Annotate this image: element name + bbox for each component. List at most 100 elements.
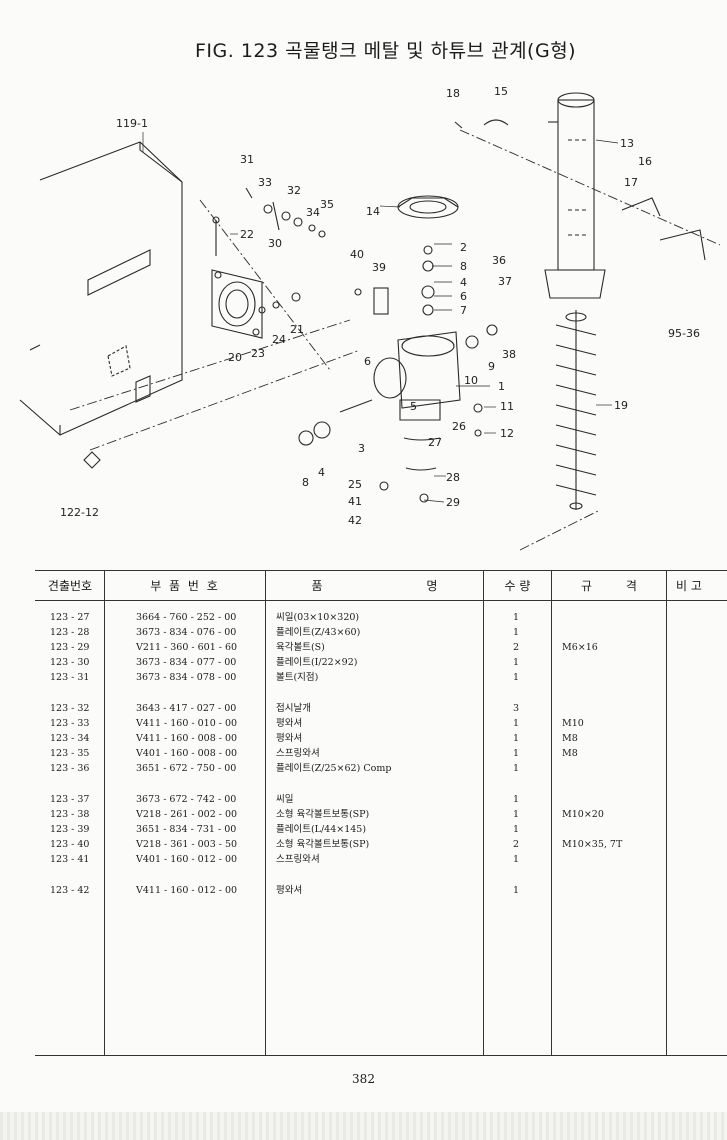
col-divider-2 (265, 570, 266, 1056)
cell-part-no: 3673 - 672 - 742 - 00 (136, 794, 237, 805)
callout-18: 18 (446, 87, 460, 100)
cell-ref: 123 - 29 (50, 642, 90, 653)
header-name: 품 명 (311, 579, 438, 593)
callout-10: 10 (464, 374, 478, 387)
cell-part-no: 3643 - 417 - 027 - 00 (136, 703, 237, 714)
col-divider-5 (666, 570, 667, 1056)
callout-34: 34 (306, 206, 320, 219)
cell-name: 플레이트(I/22×92) (276, 657, 358, 668)
cell-part-no: 3651 - 672 - 750 - 00 (136, 763, 237, 774)
callout-22: 22 (240, 228, 254, 241)
callout-30: 30 (268, 237, 282, 250)
cell-qty: 1 (513, 854, 520, 865)
cell-name: 씨일(03×10×320) (276, 612, 360, 623)
tank-body-drawing (19, 141, 183, 436)
callout-11: 11 (500, 400, 514, 413)
table-top-rule (35, 570, 727, 571)
callout-8a: 8 (460, 260, 467, 273)
cell-name: 평와셔 (276, 718, 303, 729)
cell-qty: 1 (513, 885, 520, 896)
callout-39: 39 (372, 261, 386, 274)
callout-42: 42 (348, 514, 362, 527)
table-bottom-rule (35, 1055, 727, 1056)
callout-41: 41 (348, 495, 362, 508)
cell-ref: 123 - 37 (50, 794, 90, 805)
cell-qty: 1 (513, 718, 520, 729)
cell-part-no: V401 - 160 - 012 - 00 (136, 854, 238, 865)
cell-part-no: V211 - 360 - 601 - 60 (136, 642, 238, 653)
callout-1: 1 (498, 380, 505, 393)
cell-part-no: 3673 - 834 - 078 - 00 (136, 672, 237, 683)
cell-ref: 123 - 36 (50, 763, 90, 774)
callout-7: 7 (460, 304, 467, 317)
cell-ref: 123 - 33 (50, 718, 90, 729)
callout-14: 14 (366, 205, 380, 218)
cell-qty: 1 (513, 763, 520, 774)
col-divider-1 (104, 570, 105, 1056)
cell-ref: 123 - 32 (50, 703, 90, 714)
callout-6a: 6 (460, 290, 467, 303)
cell-name: 플레이트(Z/43×60) (276, 627, 361, 638)
callout-17: 17 (624, 176, 638, 189)
cell-part-no: V218 - 261 - 002 - 00 (136, 809, 238, 820)
scan-edge (0, 1112, 727, 1140)
cell-spec: M8 (562, 748, 578, 759)
callout-40: 40 (350, 248, 364, 261)
cell-part-no: V411 - 160 - 010 - 00 (136, 718, 238, 729)
table-header-rule (35, 600, 727, 601)
cell-spec: M8 (562, 733, 578, 744)
callout-28: 28 (446, 471, 460, 484)
cell-ref: 123 - 42 (50, 885, 90, 896)
cell-name: 스프링와셔 (276, 748, 320, 759)
callout-6b: 6 (364, 355, 371, 368)
callout-13: 13 (620, 137, 634, 150)
callout-8b: 8 (302, 476, 309, 489)
callout-leaders (142, 132, 619, 503)
callout-26: 26 (452, 420, 466, 433)
cell-qty: 1 (513, 748, 520, 759)
callout-37: 37 (498, 275, 512, 288)
cell-ref: 123 - 41 (50, 854, 90, 865)
cell-name: 플레이트(L/44×145) (276, 824, 367, 835)
header-qty: 수 량 (504, 579, 531, 593)
callout-32: 32 (287, 184, 301, 197)
callout-24: 24 (272, 333, 286, 346)
callout-27: 27 (428, 436, 442, 449)
callout-35: 35 (320, 198, 334, 211)
callout-19: 19 (614, 399, 628, 412)
cell-ref: 123 - 31 (50, 672, 90, 683)
tube-drawing (544, 92, 606, 299)
page-number: 382 (352, 1072, 375, 1086)
callout-20: 20 (228, 351, 242, 364)
cell-part-no: V218 - 361 - 003 - 50 (136, 839, 238, 850)
callout-3: 3 (358, 442, 365, 455)
cell-ref: 123 - 38 (50, 809, 90, 820)
callout-29: 29 (446, 496, 460, 509)
small-parts-drawing (83, 119, 706, 503)
cell-name: 스프링와셔 (276, 854, 320, 865)
callout-9: 9 (488, 360, 495, 373)
cell-qty: 1 (513, 824, 520, 835)
cell-spec: M10×35, 7T (562, 839, 623, 850)
figure-title: FIG. 123 곡물탱크 메탈 및 하튜브 관계(G형) (195, 40, 577, 62)
callout-122-12: 122-12 (60, 506, 99, 519)
cell-spec: M6×16 (562, 642, 598, 653)
callout-38: 38 (502, 348, 516, 361)
cell-qty: 2 (513, 839, 520, 850)
callout-119-1: 119-1 (116, 117, 148, 130)
callout-36: 36 (492, 254, 506, 267)
callout-15: 15 (494, 85, 508, 98)
cell-ref: 123 - 40 (50, 839, 90, 850)
cell-part-no: 3673 - 834 - 076 - 00 (136, 627, 237, 638)
cell-qty: 1 (513, 612, 520, 623)
callout-25: 25 (348, 478, 362, 491)
cell-part-no: 3664 - 760 - 252 - 00 (136, 612, 237, 623)
callout-16: 16 (638, 155, 652, 168)
cell-qty: 3 (513, 703, 520, 714)
header-spec: 규 격 (581, 579, 637, 593)
cell-part-no: V411 - 160 - 008 - 00 (136, 733, 238, 744)
col-divider-4 (551, 570, 552, 1056)
callout-2: 2 (460, 241, 467, 254)
callout-23: 23 (251, 347, 265, 360)
cell-ref: 123 - 34 (50, 733, 90, 744)
